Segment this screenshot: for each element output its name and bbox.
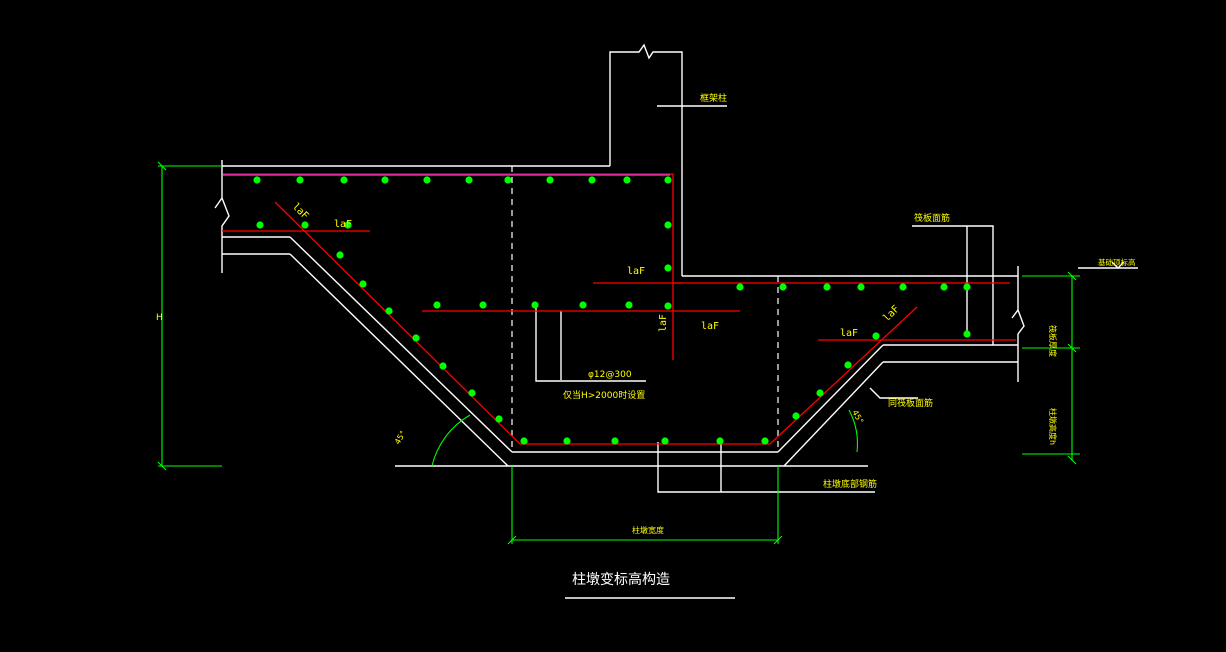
rebar-dot xyxy=(344,221,352,229)
rebar-dot xyxy=(664,176,672,184)
rebar-dot xyxy=(301,221,309,229)
drawing-title: 柱墩变标高构造 xyxy=(572,571,670,588)
label-stirrup-note: 仅当H>2000时设置 xyxy=(563,389,645,401)
label-elevation: 基础顶标高 xyxy=(1098,257,1136,267)
annotations-yellow: 框架柱 筏板面筋 基础顶标高 同筏板面筋 柱墩底部钢筋 柱墩宽度 φ12@300… xyxy=(156,92,1136,535)
rebar-dot xyxy=(625,301,633,309)
rebar-dot xyxy=(963,283,971,291)
rebar-dot xyxy=(439,362,447,370)
label-stirrup: φ12@300 xyxy=(588,370,632,380)
rebar-dot xyxy=(899,283,907,291)
rebar-dot xyxy=(816,389,824,397)
rebar-dot xyxy=(296,176,304,184)
label-column: 框架柱 xyxy=(700,92,727,104)
rebar-dot xyxy=(423,176,431,184)
label-angle-left: 45° xyxy=(393,429,408,446)
rebar-dot xyxy=(963,330,971,338)
rebar-dot xyxy=(844,361,852,369)
rebar-dot xyxy=(504,176,512,184)
rebar-dots xyxy=(253,176,971,445)
laf-label: laF xyxy=(701,321,719,332)
rebar-dot xyxy=(385,307,393,315)
rebar-dot xyxy=(256,221,264,229)
concrete-outline xyxy=(214,43,1138,599)
laf-label: laF xyxy=(334,219,352,230)
laf-label: laF xyxy=(881,304,902,325)
rebar-dot xyxy=(340,176,348,184)
rebar-dot xyxy=(520,437,528,445)
rebar-dot xyxy=(468,389,476,397)
label-pier-height: 柱墩高度h xyxy=(1048,408,1058,445)
rebar-dot xyxy=(664,302,672,310)
rebar-dot xyxy=(531,301,539,309)
rebar-dot xyxy=(872,332,880,340)
rebar-dot xyxy=(940,283,948,291)
rebar-dot xyxy=(664,221,672,229)
label-pier-width: 柱墩宽度 xyxy=(632,525,664,535)
rebar-dot xyxy=(623,176,631,184)
laf-label: laF xyxy=(290,201,311,222)
anchorage-labels: laF laF laF laF laF laF laF xyxy=(290,201,902,339)
rebar-dot xyxy=(479,301,487,309)
rebar-dot xyxy=(579,301,587,309)
rebar-dot xyxy=(381,176,389,184)
label-raft-bottom-bars: 同筏板面筋 xyxy=(888,397,933,409)
dimension-lines xyxy=(157,161,1080,545)
laf-label: laF xyxy=(840,328,858,339)
laf-label: laF xyxy=(627,266,645,277)
rebar-dot xyxy=(253,176,261,184)
rebar-dot xyxy=(664,264,672,272)
label-height-h: H xyxy=(156,313,163,323)
rebar-dot xyxy=(495,415,503,423)
rebar-dot xyxy=(588,176,596,184)
rebar-lines xyxy=(222,173,1016,445)
rebar-dot xyxy=(661,437,669,445)
rebar-dot xyxy=(546,176,554,184)
rebar-dot xyxy=(779,283,787,291)
rebar-dot xyxy=(412,334,420,342)
rebar-dot xyxy=(736,283,744,291)
rebar-dot xyxy=(433,301,441,309)
rebar-dot xyxy=(465,176,473,184)
rebar-dot xyxy=(716,437,724,445)
label-pier-bottom-bars: 柱墩底部钢筋 xyxy=(823,478,877,490)
rebar-dot xyxy=(336,251,344,259)
rebar-dot xyxy=(792,412,800,420)
label-raft-top-bars: 筏板面筋 xyxy=(914,212,950,224)
label-raft-thickness: 筏板厚度 xyxy=(1048,325,1058,357)
rebar-dot xyxy=(359,280,367,288)
rebar-dot xyxy=(857,283,865,291)
rebar-dot xyxy=(611,437,619,445)
rebar-dot xyxy=(761,437,769,445)
laf-label: laF xyxy=(658,314,669,332)
rebar-dot xyxy=(563,437,571,445)
rebar-dot xyxy=(823,283,831,291)
dashed-pier-boundaries xyxy=(511,166,779,452)
